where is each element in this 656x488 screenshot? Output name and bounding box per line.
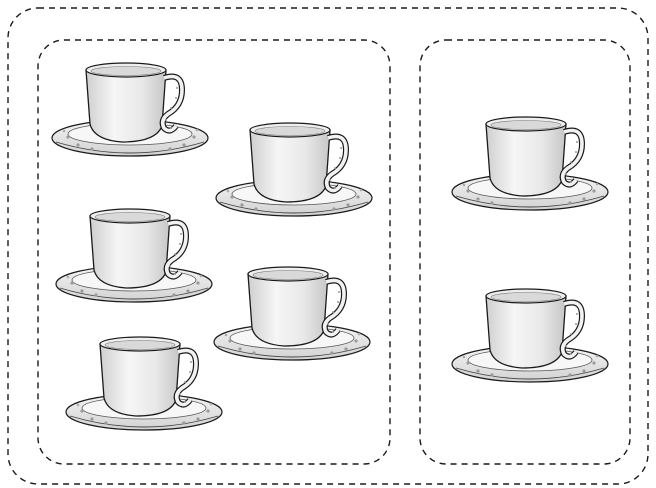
teacup-image (52, 63, 208, 156)
teacup-image (214, 267, 370, 360)
teacup-image (66, 337, 222, 430)
right-group-border (420, 40, 630, 464)
left-group-teacups (52, 63, 372, 430)
right-group-teacups (452, 117, 608, 382)
teacup-image (452, 289, 608, 382)
teacup-image (452, 117, 608, 210)
teacup-image (216, 123, 372, 216)
teacup-image (56, 209, 212, 302)
